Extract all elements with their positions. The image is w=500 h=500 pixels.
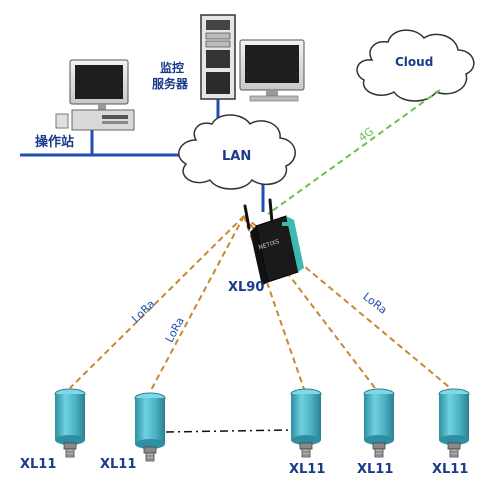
- desktop-computer-icon: [55, 59, 135, 131]
- lora-link-4: [243, 215, 379, 393]
- wireless-sensor-icon: [54, 388, 86, 458]
- sensor-label: XL11: [357, 462, 393, 477]
- sensor-label: XL11: [100, 457, 136, 472]
- wireless-sensor-icon: [363, 388, 395, 458]
- monitor-icon: [239, 39, 305, 102]
- sensor-peer-link: [165, 429, 291, 433]
- monitor-server-label-line2: 服务器: [152, 76, 189, 91]
- lora-link-2: [149, 215, 245, 393]
- cellular-link-label: 4G: [356, 125, 376, 145]
- wireless-sensor-icon: [134, 392, 166, 462]
- cloud-icon: [178, 114, 296, 190]
- lan-label: LAN: [222, 149, 251, 164]
- operator-station-label: 操作站: [35, 134, 74, 150]
- lora-label-3: LoRa: [360, 290, 389, 317]
- sensor-label: XL11: [20, 457, 56, 472]
- gateway-label: XL90: [228, 280, 264, 295]
- lora-gateway-icon: [243, 198, 304, 286]
- cloud-label: Cloud: [395, 55, 433, 69]
- lora-link-1: [69, 215, 245, 389]
- sensor-label: XL11: [289, 462, 325, 477]
- monitor-server-label-line1: 监控: [160, 60, 184, 75]
- wireless-sensor-icon: [438, 388, 470, 458]
- lora-label-1: LoRa: [129, 297, 157, 325]
- sensor-group: XL11 XL11 XL11 XL11 XL11: [20, 388, 470, 477]
- wireless-sensor-icon: [290, 388, 322, 458]
- cellular-link: [267, 89, 441, 215]
- sensor-label: XL11: [432, 462, 468, 477]
- server-tower-icon: [200, 14, 236, 100]
- lora-label-2: LoRa: [163, 315, 187, 345]
- internet-cloud-icon: [356, 29, 475, 102]
